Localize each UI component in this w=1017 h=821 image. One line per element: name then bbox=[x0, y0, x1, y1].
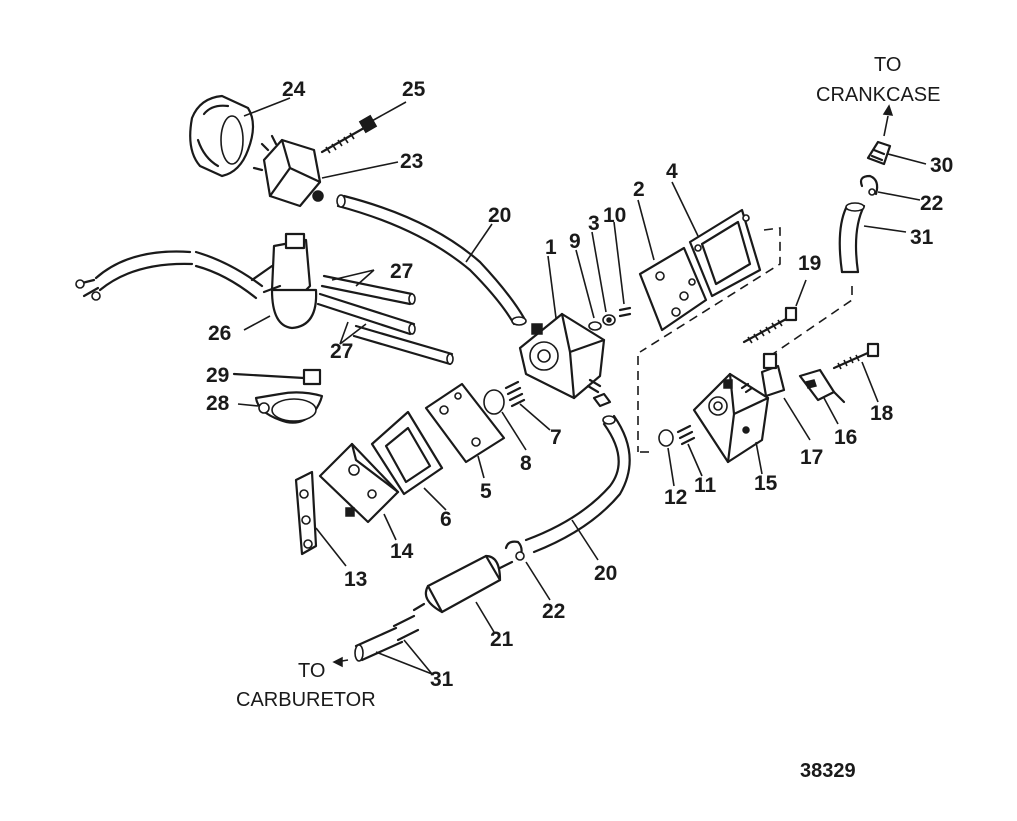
callout-5: 5 bbox=[480, 480, 492, 503]
callout-23: 23 bbox=[400, 150, 423, 173]
part-21-filter bbox=[412, 554, 514, 614]
callout-19: 19 bbox=[798, 252, 821, 275]
figure-number: 38329 bbox=[800, 760, 856, 782]
part-8-check-valve bbox=[483, 389, 505, 415]
to-crankcase-line1: TO bbox=[874, 54, 901, 76]
part-31-hose-upper bbox=[838, 202, 866, 274]
part-29-screw bbox=[232, 368, 322, 386]
callout-30: 30 bbox=[930, 154, 953, 177]
part-14-cover bbox=[318, 442, 400, 524]
callout-13: 13 bbox=[344, 568, 367, 591]
part-20-hose-lower bbox=[524, 414, 631, 554]
callout-12: 12 bbox=[664, 486, 687, 509]
callout-3: 3 bbox=[588, 212, 600, 235]
callout-17: 17 bbox=[800, 446, 823, 469]
parts-9-3-10-small bbox=[588, 306, 632, 331]
callout-26: 26 bbox=[208, 322, 231, 345]
callout-20-lower: 20 bbox=[594, 562, 617, 585]
callout-15: 15 bbox=[754, 472, 778, 495]
assembly-dashed-guides bbox=[637, 227, 853, 453]
part-30-fitting bbox=[866, 140, 892, 166]
callout-27-lower: 27 bbox=[330, 340, 353, 363]
callout-25: 25 bbox=[402, 78, 426, 101]
part-12-check-valve bbox=[658, 429, 674, 447]
callout-10: 10 bbox=[603, 204, 626, 227]
callout-31-lower: 31 bbox=[430, 668, 454, 691]
part-7-spring bbox=[504, 380, 526, 408]
callout-16: 16 bbox=[834, 426, 857, 449]
part-11-spring bbox=[676, 424, 696, 446]
part-22-clamp-lower bbox=[504, 540, 525, 561]
callout-7: 7 bbox=[550, 426, 562, 449]
part-23-solenoid bbox=[252, 134, 324, 208]
callout-4: 4 bbox=[666, 160, 678, 183]
leader-lines bbox=[237, 97, 927, 675]
part-1-pump-body bbox=[518, 312, 612, 408]
part-31-tubes-lower bbox=[354, 614, 420, 662]
to-crankcase-line2: CRANKCASE bbox=[816, 84, 940, 106]
callout-8: 8 bbox=[520, 452, 532, 475]
part-22-clamp-upper bbox=[859, 174, 879, 196]
callout-22-lower: 22 bbox=[542, 600, 565, 623]
part-5-plate bbox=[424, 382, 506, 464]
callout-18: 18 bbox=[870, 402, 894, 425]
callout-28: 28 bbox=[206, 392, 230, 415]
callout-31-upper: 31 bbox=[910, 226, 934, 249]
part-16-fitting bbox=[798, 368, 846, 404]
callout-2: 2 bbox=[633, 178, 645, 201]
part-19-screw bbox=[742, 306, 798, 344]
callout-20-upper: 20 bbox=[488, 204, 511, 227]
callout-21: 21 bbox=[490, 628, 514, 651]
part-17-elbow bbox=[740, 352, 786, 398]
part-24-boot bbox=[189, 94, 255, 178]
part-6-gasket bbox=[370, 410, 444, 496]
part-28-clamp bbox=[254, 391, 324, 424]
part-13-bracket bbox=[294, 470, 318, 556]
callout-27-upper: 27 bbox=[390, 260, 413, 283]
part-18-screw bbox=[832, 342, 880, 370]
part-25-screw bbox=[320, 114, 378, 154]
callout-14: 14 bbox=[390, 540, 414, 563]
to-carburetor-line1: TO bbox=[298, 660, 325, 682]
callout-1: 1 bbox=[545, 236, 557, 259]
callout-labels: 1 2 3 4 5 6 7 8 9 10 11 12 13 14 15 16 1… bbox=[206, 78, 953, 691]
callout-29: 29 bbox=[206, 364, 229, 387]
to-carburetor-line2: CARBURETOR bbox=[236, 689, 376, 711]
part-15-pump-housing bbox=[692, 372, 770, 464]
part-2-diaphragm bbox=[638, 246, 708, 332]
callout-9: 9 bbox=[569, 230, 581, 253]
callout-6: 6 bbox=[440, 508, 452, 531]
part-20-hose-upper bbox=[336, 194, 527, 326]
callout-24: 24 bbox=[282, 78, 306, 101]
callout-22-upper: 22 bbox=[920, 192, 943, 215]
destination-notes: TO CRANKCASE TO CARBURETOR bbox=[236, 54, 940, 711]
part-26-primer-bulb bbox=[75, 232, 318, 330]
part-4-gasket bbox=[688, 208, 762, 298]
callout-11: 11 bbox=[694, 474, 717, 497]
